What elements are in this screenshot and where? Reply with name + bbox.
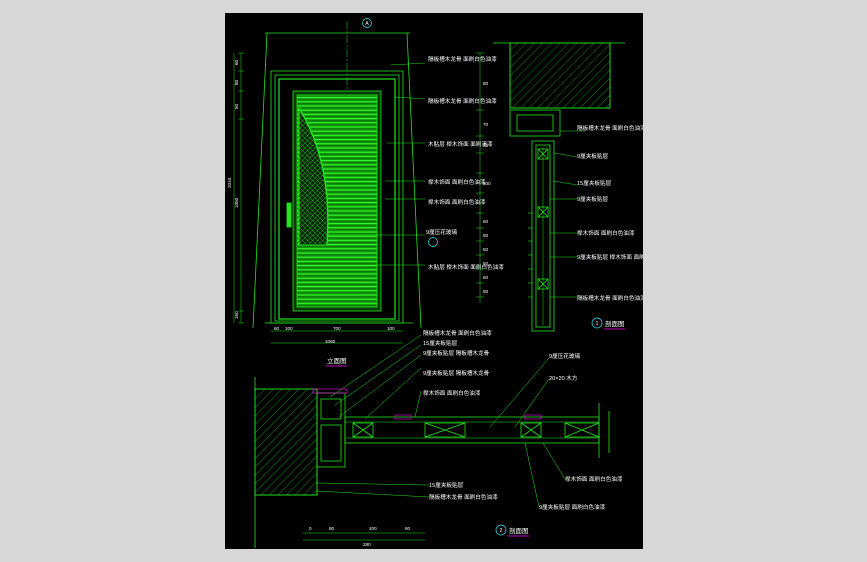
elevation-markers: [362, 18, 438, 247]
dim-v-5: 1050: [234, 197, 239, 208]
elevation-dims: 60 80 50 2010 1050 150 60 100 700 100 10…: [227, 59, 395, 344]
section-dim-3: 20: [483, 143, 489, 148]
dim-v-3: 50: [234, 103, 239, 109]
dim-v-1: 60: [234, 59, 239, 65]
plan-note-2: 15厘夹板贴层: [423, 339, 458, 347]
section-mark-label: A: [365, 21, 369, 27]
plan-dims: 0 80 100 60 280: [309, 526, 411, 547]
plan-note-1: 隔板槽木龙骨 面刷白色油漆: [423, 329, 492, 337]
plan-magenta-mark-2: [394, 414, 412, 420]
plan-note-r4: 9厘夹板贴层 面刷白色油漆: [539, 503, 606, 511]
plan-dim-1: 0: [309, 526, 312, 531]
section-note-5: 榉木饰面 面刷白色油漆: [577, 229, 635, 237]
plan-magenta-mark-1: [312, 388, 348, 394]
dim-v-2: 80: [234, 79, 239, 85]
plan-note-6: 15厘夹板贴层: [429, 481, 464, 489]
plan-note-r1: 9厘压花玻璃: [549, 352, 580, 360]
section-note-4: 9厘夹板贴层: [577, 195, 608, 203]
plan-dim-2: 80: [329, 526, 335, 531]
plan-dim-4: 60: [405, 526, 411, 531]
dim-h-4: 100: [387, 326, 395, 331]
plan-dim-3: 100: [369, 526, 377, 531]
section-dim-6: 50: [483, 233, 489, 238]
dim-h-2: 100: [285, 326, 293, 331]
section-dims: 80 70 20 300 50 50 50 50 50 50: [483, 81, 491, 294]
plan-note-r2: 20×20 木方: [549, 374, 578, 382]
elevation-note-4: 榉木饰面 面刷白色油漆: [428, 178, 486, 186]
section-note-2: 9厘夹板贴层: [577, 152, 608, 160]
plan-marker-circle: [495, 524, 507, 536]
elevation-notes: 隔板槽木龙骨 面刷白色油漆 隔板槽木龙骨 面刷白色油漆 木贴层 榉木饰面 面刷清…: [426, 55, 504, 271]
section-dim-1: 80: [483, 81, 489, 86]
plan-marker-label: 2: [500, 528, 503, 534]
section-marker-label: 1: [596, 321, 599, 327]
plan-title: 剖面图: [509, 526, 529, 535]
elevation-view: [233, 21, 426, 344]
plan-note-5: 榉木饰面 面刷白色油漆: [423, 389, 481, 397]
section-dim-5: 50: [483, 219, 489, 224]
section-marker-circle: [591, 317, 603, 329]
plan-notes-right: 9厘压花玻璃 20×20 木方 榉木饰面 面刷白色油漆 9厘夹板贴层 面刷白色油…: [539, 352, 623, 511]
section-title: 剖面图: [605, 319, 625, 328]
elevation-note-2: 隔板槽木龙骨 面刷白色油漆: [428, 97, 497, 105]
section-dim-9: 50: [483, 275, 489, 280]
plan-magenta-mark-3: [524, 414, 542, 420]
dim-h-1: 60: [274, 326, 280, 331]
elevation-title: 立面图: [327, 356, 347, 365]
section-dim-8: 50: [483, 261, 489, 266]
elevation-note-7: 木贴层 榉木饰面 面刷白色油漆: [428, 263, 504, 271]
dim-v-4: 2010: [227, 177, 232, 188]
section-dim-ticks: [476, 52, 484, 298]
section-note-1: 隔板槽木龙骨 面刷白色油漆: [577, 124, 643, 132]
cad-drawing-canvas: A 隔板槽木龙骨 面刷白色油漆 隔板槽木龙骨 面刷白色油漆 木贴层 榉木饰面 面…: [225, 13, 643, 549]
plan-note-3: 9厘夹板贴层 隔板槽木龙骨: [423, 349, 490, 357]
dim-h-3: 700: [333, 326, 341, 331]
plan-note-7: 隔板槽木龙骨 面刷白色油漆: [429, 493, 498, 501]
section-note-3: 15厘夹板贴层: [577, 179, 612, 187]
section-dim-4: 300: [483, 181, 491, 186]
section-dim-10: 50: [483, 289, 489, 294]
elevation-note-5: 榉木饰面 面刷白色油漆: [428, 198, 486, 206]
elevation-note-6: 9厘压花玻璃: [426, 228, 457, 236]
section-dim-7: 50: [483, 247, 489, 252]
plan-notes-left: 隔板槽木龙骨 面刷白色油漆 15厘夹板贴层 9厘夹板贴层 隔板槽木龙骨 9厘夹板…: [423, 329, 498, 501]
section-note-7: 隔板槽木龙骨 面刷白色油漆: [577, 294, 643, 302]
section-view: [479, 42, 625, 332]
plan-view: [254, 334, 610, 548]
elevation-note-1: 隔板槽木龙骨 面刷白色油漆: [428, 55, 497, 63]
plan-note-4: 9厘夹板贴层 隔板槽木龙骨: [423, 369, 490, 377]
section-notes: 隔板槽木龙骨 面刷白色油漆 9厘夹板贴层 15厘夹板贴层 9厘夹板贴层 榉木饰面…: [577, 124, 643, 302]
section-note-6: 9厘夹板贴层 榉木饰面 面刷白色油漆: [577, 253, 643, 261]
dim-v-6: 150: [234, 311, 239, 319]
dim-h-total: 1060: [325, 339, 336, 344]
section-dim-2: 70: [483, 122, 489, 127]
plan-note-r3: 榉木饰面 面刷白色油漆: [565, 475, 623, 483]
plan-dim-total: 280: [363, 542, 371, 547]
elevation-note-3: 木贴层 榉木饰面 面刷清漆: [428, 140, 493, 148]
